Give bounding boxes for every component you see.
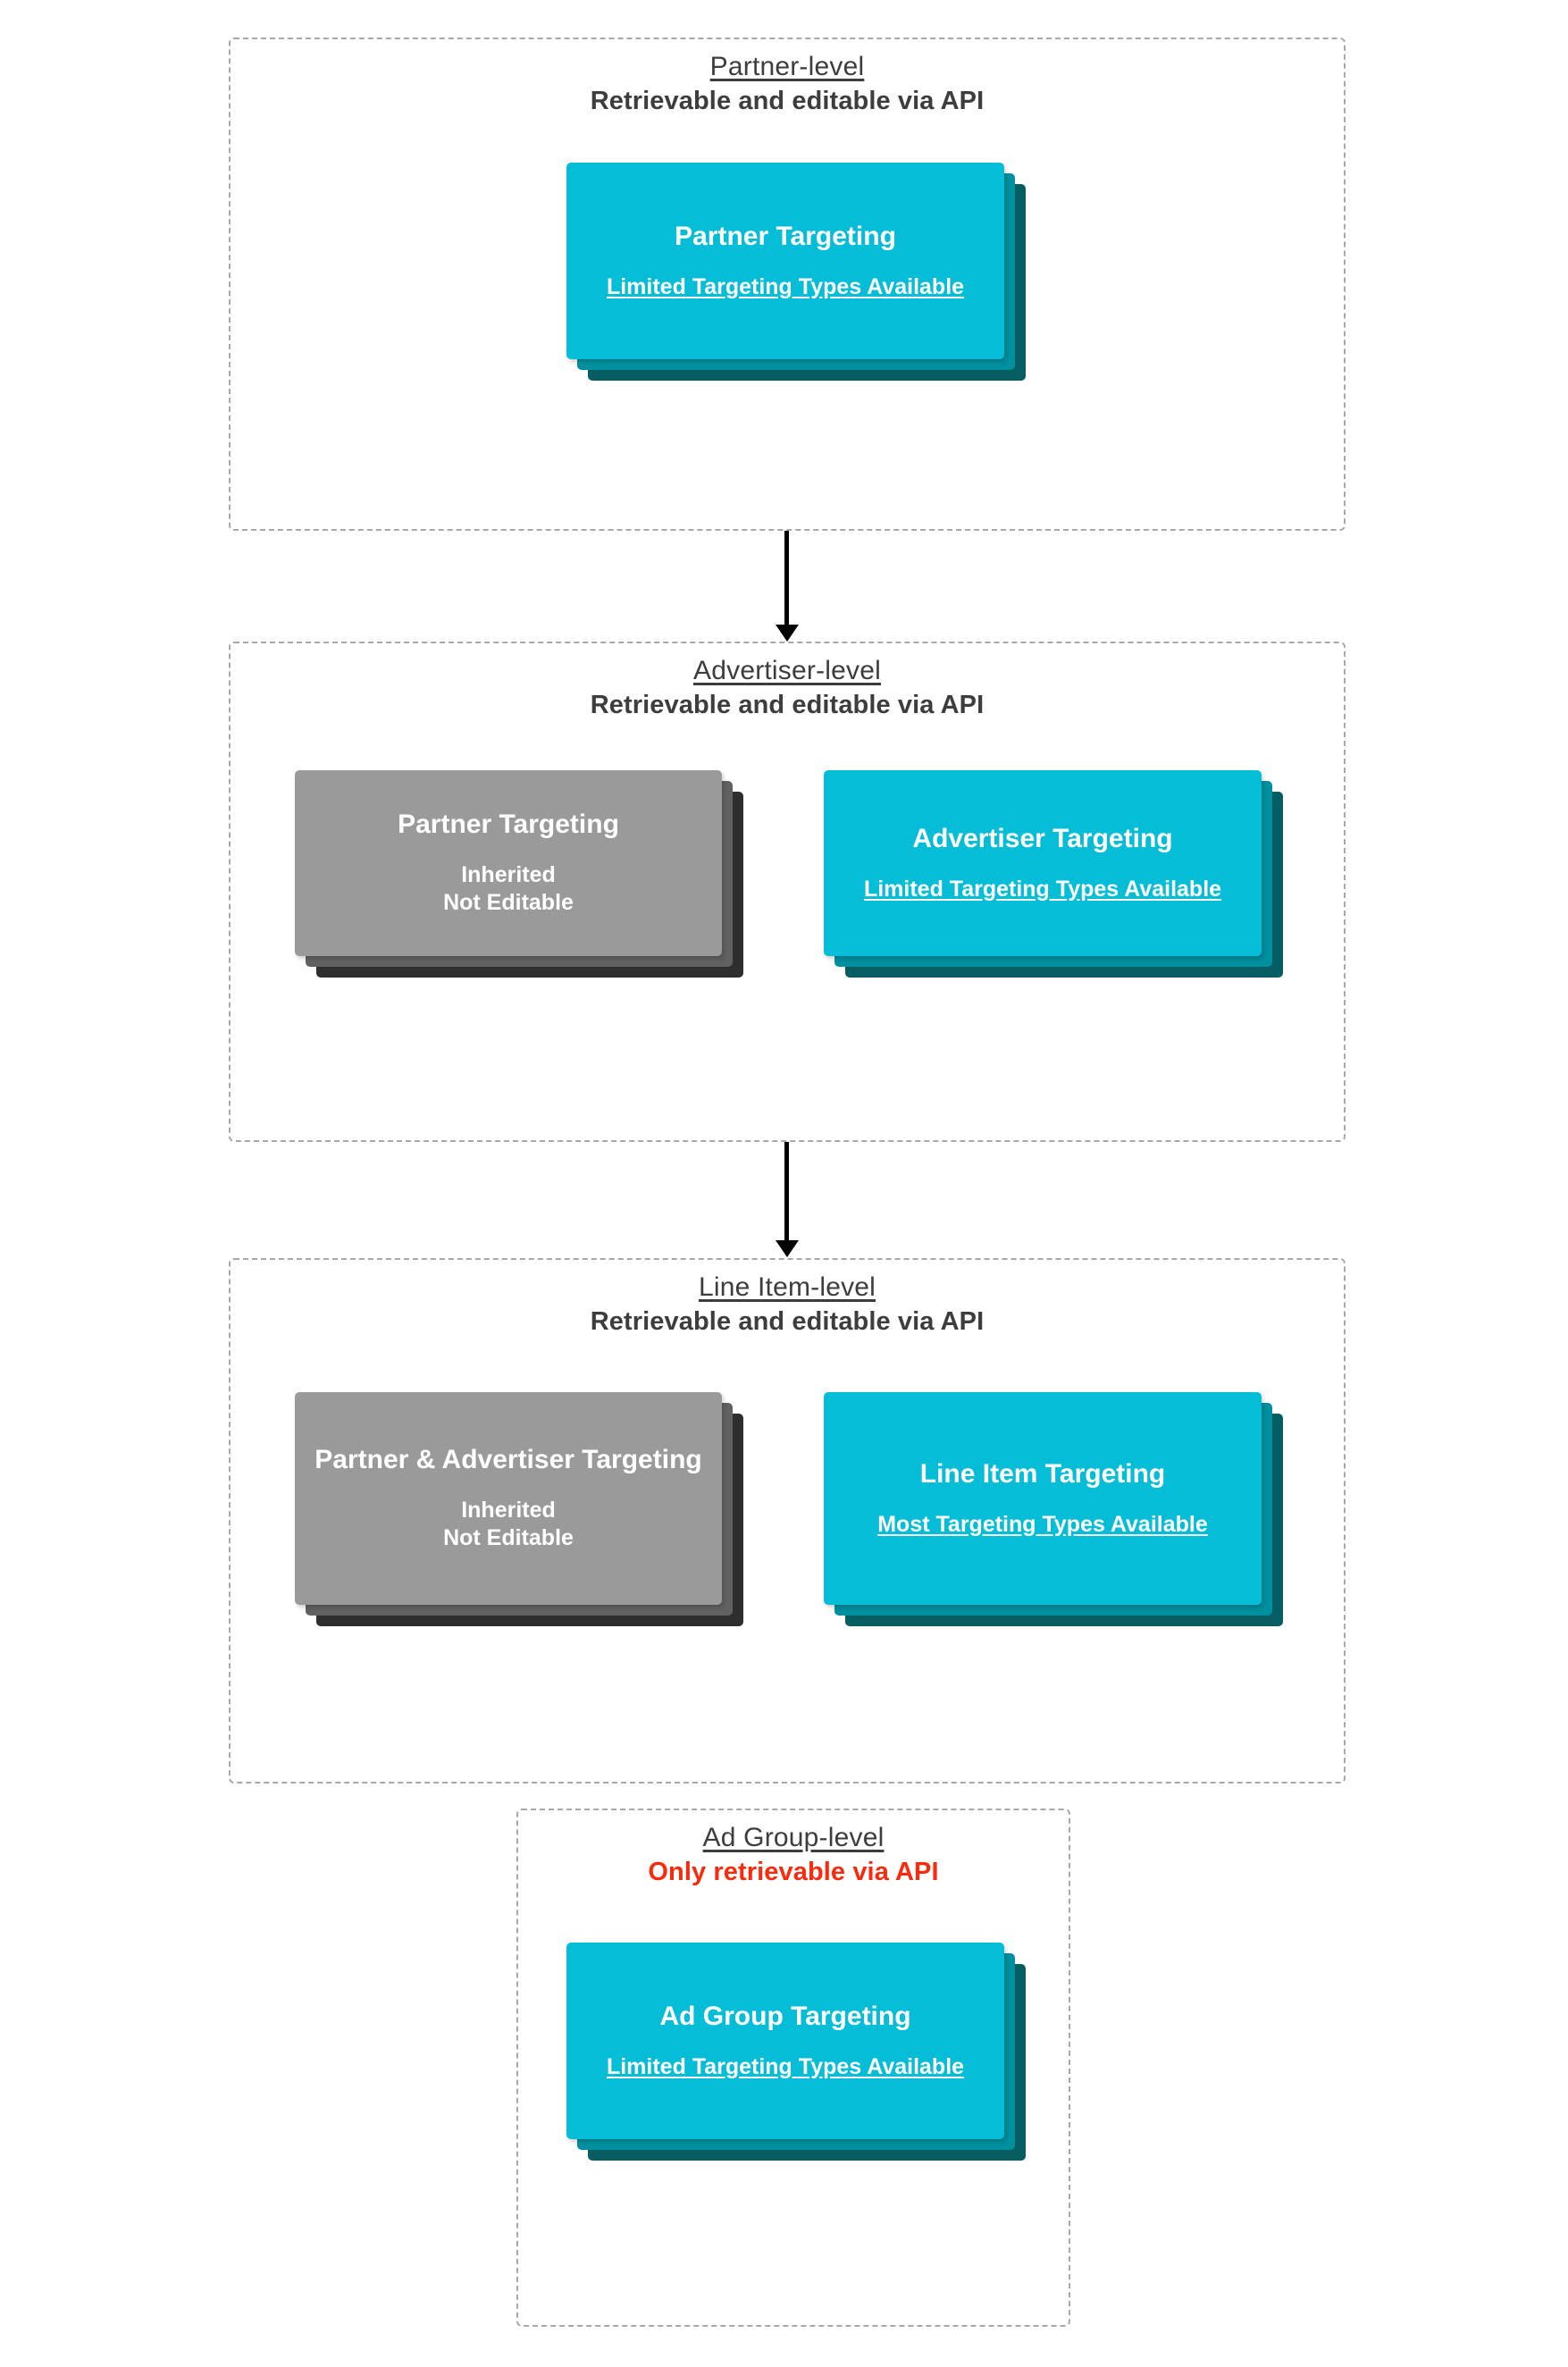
- card-face: Ad Group Targeting Limited Targeting Typ…: [566, 1943, 1004, 2139]
- level-title-partner: Partner-level: [709, 52, 865, 81]
- card-ad-group-targeting[interactable]: Ad Group Targeting Limited Targeting Typ…: [566, 1943, 1026, 2161]
- connector-shaft: [784, 531, 789, 625]
- card-title: Partner Targeting: [398, 810, 619, 840]
- level-box-line-item: Line Item-level Retrievable and editable…: [229, 1258, 1346, 1784]
- card-partner-targeting[interactable]: Partner Targeting Limited Targeting Type…: [566, 163, 1026, 381]
- card-subtitle: Limited Targeting Types Available: [606, 273, 965, 299]
- level-box-advertiser: Advertiser-level Retrievable and editabl…: [229, 642, 1346, 1142]
- level-subtitle-advertiser: Retrievable and editable via API: [590, 690, 985, 719]
- level-title-line-item: Line Item-level: [698, 1272, 876, 1302]
- card-subtitle: Most Targeting Types Available: [877, 1511, 1208, 1537]
- level-subtitle-line-item: Retrievable and editable via API: [590, 1306, 985, 1336]
- card-face: Line Item Targeting Most Targeting Types…: [824, 1392, 1262, 1605]
- card-title: Line Item Targeting: [919, 1459, 1166, 1490]
- card-subtitle: Inherited Not Editable: [443, 862, 574, 916]
- level-box-partner: Partner-level Retrievable and editable v…: [229, 38, 1346, 531]
- card-subtitle: Limited Targeting Types Available: [606, 2053, 965, 2079]
- card-face: Advertiser Targeting Limited Targeting T…: [824, 770, 1262, 956]
- card-title: Partner Targeting: [675, 222, 896, 252]
- level-title-ad-group: Ad Group-level: [702, 1823, 885, 1852]
- card-title: Advertiser Targeting: [912, 824, 1173, 854]
- connector-shaft: [784, 1142, 789, 1240]
- card-face: Partner Targeting Inherited Not Editable: [295, 770, 722, 956]
- level-subtitle-ad-group: Only retrievable via API: [648, 1857, 939, 1886]
- card-partner-advertiser-targeting-inherited[interactable]: Partner & Advertiser Targeting Inherited…: [295, 1392, 743, 1626]
- connector-partner-to-advertiser: [774, 531, 801, 642]
- level-title-advertiser: Advertiser-level: [693, 656, 881, 685]
- card-subtitle: Inherited Not Editable: [443, 1498, 574, 1551]
- card-face: Partner Targeting Limited Targeting Type…: [566, 163, 1004, 359]
- level-heading-partner: Partner-level Retrievable and editable v…: [231, 52, 1344, 116]
- card-partner-targeting-inherited[interactable]: Partner Targeting Inherited Not Editable: [295, 770, 743, 978]
- level-heading-ad-group: Ad Group-level Only retrievable via API: [518, 1823, 1069, 1887]
- level-box-ad-group: Ad Group-level Only retrievable via API …: [516, 1809, 1070, 2327]
- card-subtitle: Limited Targeting Types Available: [863, 876, 1222, 902]
- card-face: Partner & Advertiser Targeting Inherited…: [295, 1392, 722, 1605]
- card-title: Ad Group Targeting: [659, 2002, 911, 2032]
- connector-advertiser-to-line-item: [774, 1142, 801, 1258]
- card-title: Partner & Advertiser Targeting: [314, 1445, 702, 1475]
- level-heading-line-item: Line Item-level Retrievable and editable…: [231, 1272, 1344, 1337]
- card-line-item-targeting[interactable]: Line Item Targeting Most Targeting Types…: [824, 1392, 1283, 1626]
- card-advertiser-targeting[interactable]: Advertiser Targeting Limited Targeting T…: [824, 770, 1283, 978]
- connector-arrowhead: [776, 625, 799, 642]
- connector-arrowhead: [776, 1240, 799, 1257]
- level-subtitle-partner: Retrievable and editable via API: [590, 86, 985, 115]
- level-heading-advertiser: Advertiser-level Retrievable and editabl…: [231, 656, 1344, 720]
